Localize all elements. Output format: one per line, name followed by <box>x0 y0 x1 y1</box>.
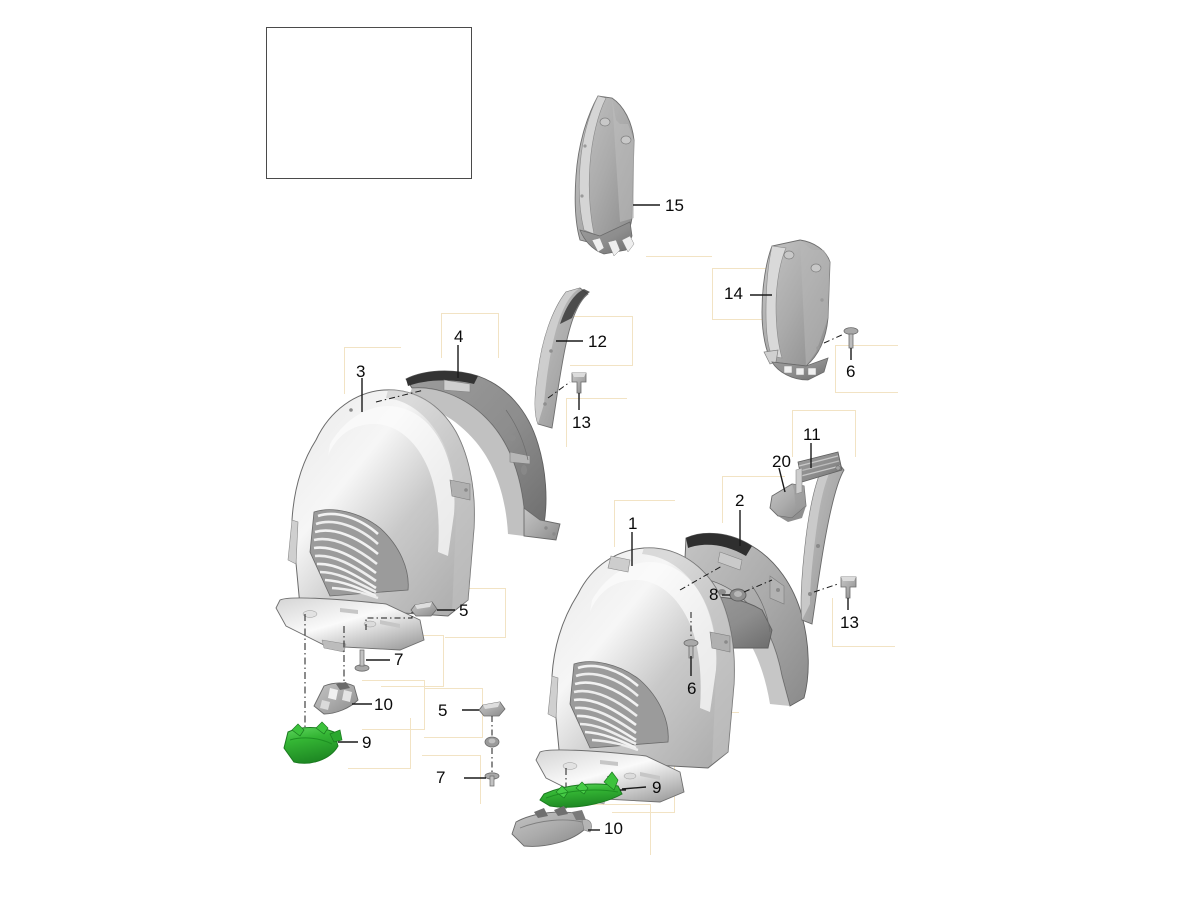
callout-number-20[interactable]: 20 <box>772 452 791 471</box>
vehicle-thumbnail-frame <box>266 27 472 179</box>
part-20-shape <box>769 467 807 522</box>
callout-number-7b[interactable]: 7 <box>436 768 446 787</box>
part-15-shape <box>574 95 635 257</box>
callout-number-14[interactable]: 14 <box>724 284 743 303</box>
part-6a-shape <box>843 327 859 349</box>
callout-number-15[interactable]: 15 <box>665 196 684 215</box>
part-9b-shape-selected <box>539 771 623 808</box>
part-10a-shape <box>313 682 359 715</box>
callout-number-13a[interactable]: 13 <box>572 413 591 432</box>
callout-number-9b[interactable]: 9 <box>652 778 662 797</box>
part-5a-shape <box>410 601 438 617</box>
callout-number-2[interactable]: 2 <box>735 491 745 510</box>
callout-number-7a[interactable]: 7 <box>394 650 404 669</box>
part-11-shape <box>797 451 845 625</box>
assembly-dash-5a <box>365 612 413 630</box>
callout-number-10a[interactable]: 10 <box>374 695 393 714</box>
callout-number-3[interactable]: 3 <box>356 362 366 381</box>
callout-number-13b[interactable]: 13 <box>840 613 859 632</box>
assembly-dash-6a <box>823 333 845 344</box>
callout-number-6b[interactable]: 6 <box>687 679 697 698</box>
assembly-dash-3-4 <box>375 389 425 403</box>
callout-number-12[interactable]: 12 <box>588 332 607 351</box>
part-13a-shape <box>571 372 587 394</box>
part-13b-shape <box>840 576 857 599</box>
leader-line-20 <box>778 467 786 493</box>
callout-number-8[interactable]: 8 <box>709 585 719 604</box>
part-10b-shape <box>511 806 592 847</box>
part-7a-shape <box>354 649 370 672</box>
part-6b-shape <box>683 639 699 659</box>
callout-number-5b[interactable]: 5 <box>438 701 448 720</box>
part-3-shape <box>275 389 475 653</box>
callout-number-6a[interactable]: 6 <box>846 362 856 381</box>
part-3-louvers <box>309 509 409 600</box>
part-1-shape <box>535 547 735 805</box>
part-8b-shape <box>484 736 500 748</box>
part-2-shape <box>678 532 809 707</box>
callout-number-5a[interactable]: 5 <box>459 601 469 620</box>
part-14-shape <box>761 239 831 381</box>
assembly-dash-13b <box>813 583 839 593</box>
assembly-dash-8 <box>743 579 773 593</box>
callout-number-9a[interactable]: 9 <box>362 733 372 752</box>
part-7b-shape <box>484 772 500 787</box>
part-12-shape <box>534 287 590 429</box>
callout-number-1[interactable]: 1 <box>628 514 638 533</box>
callout-number-11[interactable]: 11 <box>803 425 821 444</box>
callout-number-10b[interactable]: 10 <box>604 819 623 838</box>
callout-number-4[interactable]: 4 <box>454 327 464 346</box>
part-8-shape <box>729 588 747 602</box>
assembly-dash-13a <box>547 381 571 399</box>
part-5b-shape <box>478 701 506 717</box>
part-9a-shape-selected <box>283 721 343 764</box>
part-1-louvers <box>569 661 669 752</box>
